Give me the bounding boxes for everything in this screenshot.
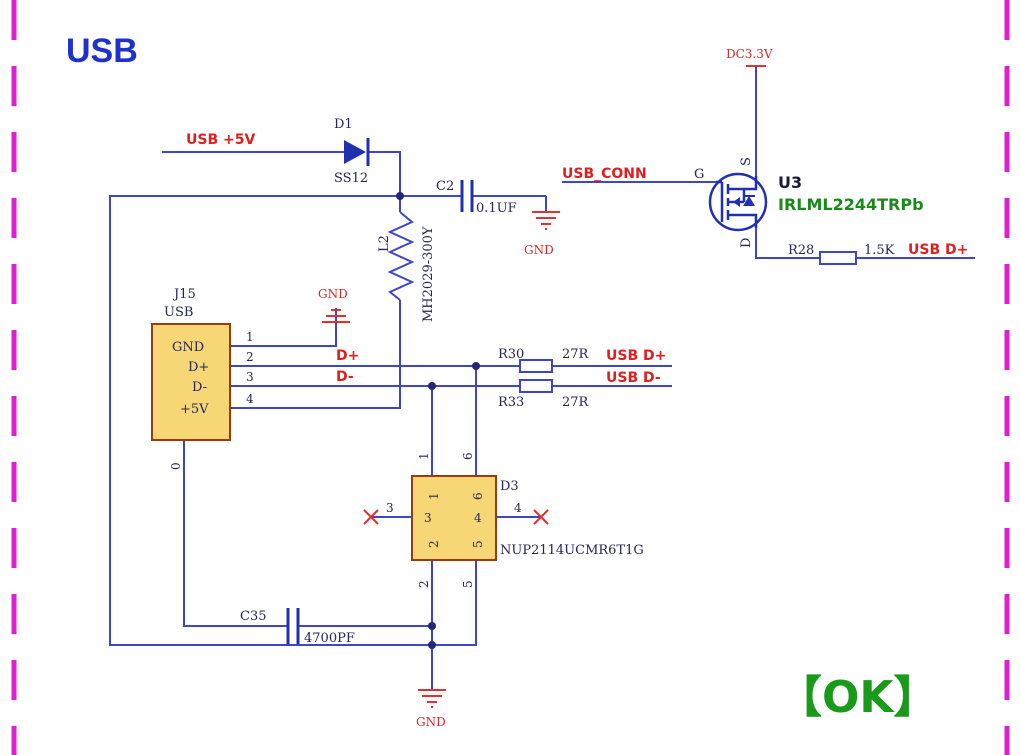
- wire-l2-5v: [230, 300, 401, 409]
- d1-value: SS12: [334, 171, 368, 186]
- d3-outer-pin6: 6: [461, 452, 475, 460]
- u3-pin-d: D: [739, 238, 754, 248]
- d3-outer-pin4: 4: [514, 501, 522, 515]
- c2-ref: C2: [436, 179, 454, 194]
- d3-outer-pin3: 3: [386, 501, 394, 515]
- r33-value: 27R: [562, 395, 590, 410]
- nc-marker-pin4: [533, 509, 549, 525]
- d1-ref: D1: [334, 117, 353, 132]
- gnd-label-j15: GND: [318, 287, 348, 301]
- l2-ref: L2: [377, 235, 392, 252]
- capacitor-c2: [460, 180, 474, 212]
- r28-value: 1.5K: [864, 243, 895, 258]
- net-label-usb-dp: USB D+: [606, 348, 666, 364]
- d3-inner-pin4: 4: [474, 511, 482, 525]
- d3-ref: D3: [500, 479, 519, 494]
- resistor-r30: [519, 359, 553, 373]
- wire-pin1-gnd: [230, 322, 337, 347]
- junction-dminus: [428, 382, 436, 390]
- nc-marker-pin3: [363, 509, 379, 525]
- resistor-r33: [519, 379, 553, 393]
- j15-pin4-name: +5V: [180, 402, 209, 417]
- mosfet-u3: [708, 172, 768, 232]
- c2-value: 0.1UF: [476, 201, 517, 216]
- j15-pin2-name: D+: [188, 360, 209, 375]
- j15-pin1-name: GND: [172, 340, 204, 355]
- d3-inner-pin6: 6: [471, 492, 485, 500]
- wire-u3-drain: [755, 228, 820, 259]
- u3-pin-s: S: [739, 157, 754, 166]
- tvs-d3-body: [411, 475, 497, 561]
- d3-value: NUP2114UCMR6T1G: [500, 543, 644, 558]
- c35-ref: C35: [240, 609, 267, 624]
- inductor-l2: [387, 211, 415, 301]
- l2-value: MH2029-300Y: [421, 226, 436, 322]
- j15-pin3-num: 3: [246, 370, 254, 384]
- net-label-dminus: D-: [336, 369, 354, 385]
- net-label-dc33: DC3.3V: [726, 47, 773, 61]
- junction-dplus: [472, 362, 480, 370]
- d3-inner-pin1: 1: [427, 492, 441, 500]
- wire-d1-node: [368, 151, 401, 196]
- wire-loop-left: [109, 195, 432, 646]
- junction-c35: [428, 622, 436, 630]
- net-label-usb-dm: USB D-: [606, 370, 661, 386]
- gnd-label-c2: GND: [524, 243, 554, 257]
- u3-ref: U3: [778, 173, 802, 192]
- capacitor-c35: [286, 608, 300, 644]
- sheet-title: USB: [66, 32, 138, 70]
- net-label-usb-conn: USB_CONN: [562, 166, 647, 182]
- j15-pin4-num: 4: [246, 392, 254, 406]
- j15-pin3-name: D-: [192, 380, 207, 395]
- r30-ref: R30: [498, 347, 524, 362]
- d3-inner-pin5: 5: [471, 540, 485, 548]
- d3-inner-pin2: 2: [427, 540, 441, 548]
- net-label-usb5v: USB +5V: [186, 132, 255, 148]
- review-status: 【OK】: [778, 672, 938, 723]
- junction-bottom: [428, 641, 436, 649]
- j15-shield-pin: 0: [169, 462, 183, 470]
- diode-d1: [344, 138, 370, 166]
- d3-outer-pin1: 1: [417, 452, 431, 460]
- c35-value: 4700PF: [304, 631, 355, 646]
- j15-pin1-num: 1: [246, 330, 254, 344]
- wire-d3-p5: [432, 560, 477, 646]
- gnd-symbol-c2: [532, 211, 560, 230]
- r30-value: 27R: [562, 347, 590, 362]
- junction-node-5v: [396, 192, 404, 200]
- resistor-r28: [819, 251, 857, 265]
- d3-outer-pin5: 5: [461, 580, 475, 588]
- r28-ref: R28: [788, 243, 814, 258]
- u3-pin-g: G: [694, 167, 704, 182]
- d3-inner-pin3: 3: [424, 511, 432, 525]
- r33-ref: R33: [498, 395, 524, 410]
- net-label-dplus: D+: [336, 348, 359, 364]
- connector-j15-body: [151, 323, 231, 441]
- d3-outer-pin2: 2: [417, 580, 431, 588]
- gnd-symbol-j15: [322, 308, 350, 323]
- net-label-usb-dp-r28: USB D+: [908, 242, 968, 258]
- j15-value: USB: [164, 305, 193, 320]
- j15-pin2-num: 2: [246, 350, 254, 364]
- wire-shield-c35: [183, 440, 288, 627]
- gnd-symbol-bottom: [418, 689, 446, 708]
- u3-value: IRLML2244TRPb: [778, 195, 924, 214]
- gnd-label-bottom: GND: [416, 715, 446, 729]
- j15-ref: J15: [172, 287, 196, 302]
